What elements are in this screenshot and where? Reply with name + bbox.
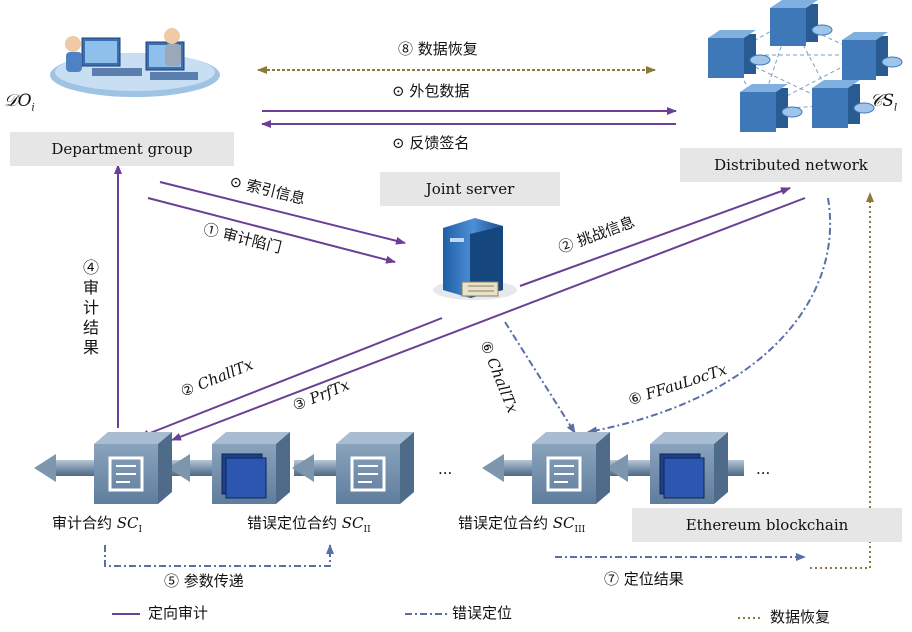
sc3-label: 错误定位合约 SCIII <box>458 514 586 535</box>
trapdoor-arrow <box>147 197 396 264</box>
department-group-illustration <box>50 28 220 97</box>
param-label: ⑤ 参数传递 <box>164 572 244 590</box>
param-path <box>104 544 334 567</box>
legend-directed-audit: 定向审计 <box>148 604 209 622</box>
prftx-arrow <box>171 197 806 441</box>
distributed-network-illustration <box>708 0 903 132</box>
recovery-path-right <box>810 192 874 569</box>
ffauloctx-arrow <box>587 197 832 435</box>
outsource-label: ⊙ 外包数据 <box>392 82 470 100</box>
challtx-locate-arrow <box>504 321 576 434</box>
legend-error-locate: 错误定位 <box>452 604 513 622</box>
cs-label: 𝒞Sl <box>870 91 898 114</box>
server-cube-5 <box>812 80 860 128</box>
sc1-label: 审计合约 SCI <box>52 514 143 535</box>
contract-cube-data-2 <box>650 432 728 504</box>
contract-cube-sc2 <box>336 432 414 504</box>
contract-cube-data <box>212 432 290 504</box>
blockchain-pipe-left <box>34 454 338 482</box>
ellipsis-left: ... <box>438 460 453 478</box>
ellipsis-right: ... <box>756 460 771 478</box>
contract-cube-sc1 <box>94 432 172 504</box>
joint-server-illustration <box>433 218 517 300</box>
feedback-label: ⊙ 反馈签名 <box>392 134 470 152</box>
server-cube-3 <box>842 32 888 80</box>
joint-server-box: Joint server <box>380 172 560 206</box>
locate-result-label: ⑦ 定位结果 <box>604 570 684 588</box>
legend-data-recovery: 数据恢复 <box>770 608 831 626</box>
server-cube-2 <box>770 0 818 46</box>
distributed-network-box: Distributed network <box>680 148 902 182</box>
server-cube-1 <box>708 30 756 78</box>
department-group-box: Department group <box>10 132 234 166</box>
sc2-label: 错误定位合约 SCII <box>247 514 371 535</box>
server-cube-4 <box>740 84 788 132</box>
challtx-arrow <box>139 317 443 438</box>
challenge-arrow <box>519 187 791 287</box>
index-arrow <box>159 181 406 245</box>
audit-result-label: ④ 审计结果 <box>82 258 99 357</box>
contract-cube-sc3 <box>532 432 610 504</box>
do-label: 𝒟Oi <box>4 91 35 114</box>
ethereum-blockchain-box: Ethereum blockchain <box>632 508 902 542</box>
recovery-label: ⑧ 数据恢复 <box>398 40 478 58</box>
